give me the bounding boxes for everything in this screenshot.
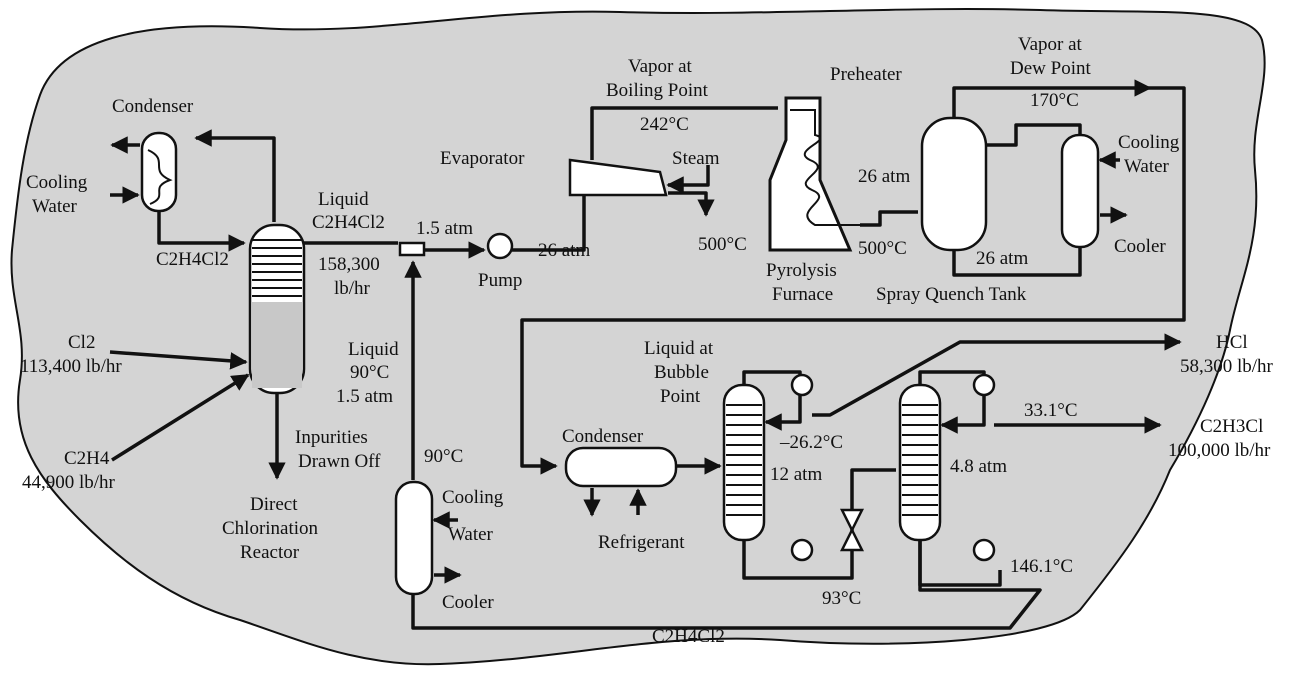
furnace-out: [860, 210, 918, 227]
pyrolysis-furnace: [768, 96, 853, 252]
pump-icon: [486, 232, 514, 260]
quench-overhead: [952, 79, 1152, 118]
label-cl2: Cl2: [68, 332, 95, 353]
label-pump: Pump: [478, 270, 522, 291]
label-26atm: 26 atm: [538, 240, 590, 261]
label-cooler-3: Cooler: [1114, 236, 1166, 257]
label-hcl: HCl: [1216, 332, 1248, 353]
label-cooler-2: Cooler: [442, 592, 494, 613]
hcl-out-line: [812, 333, 1182, 417]
label-90c-2: 90°C: [424, 446, 463, 467]
steam-out: [668, 191, 715, 217]
label-impurities: Inpurities: [295, 427, 368, 448]
label-direct: Direct: [250, 494, 298, 515]
label-minus-26-2c: –26.2°C: [779, 432, 843, 453]
col2-bottom-loop: [918, 540, 1002, 587]
label-liquid-2: Liquid: [348, 339, 399, 360]
label-242c: 242°C: [640, 114, 689, 135]
reactor-overhead-line: [194, 129, 276, 222]
col1-top-pump: [790, 373, 814, 397]
label-boiling-point: Boiling Point: [606, 80, 709, 101]
label-c2h4-flow: 44,900 lb/hr: [22, 472, 116, 493]
label-point: Point: [660, 386, 701, 407]
label-1-5-atm: 1.5 atm: [416, 218, 473, 239]
col2-top-pump: [972, 373, 996, 397]
label-condenser-2: Condenser: [562, 426, 644, 447]
label-preheater: Preheater: [830, 64, 902, 85]
label-liquid-at: Liquid at: [644, 338, 714, 359]
label-dew-point: Dew Point: [1010, 58, 1091, 79]
steam-in: [666, 165, 710, 194]
label-cl2-flow: 113,400 lb/hr: [20, 356, 122, 377]
label-reactor: Reactor: [240, 542, 300, 563]
label-water-2: Water: [448, 524, 494, 545]
condenser-1: [140, 131, 178, 213]
quench-cooler-loop: [986, 123, 1082, 147]
label-drawn-off: Drawn Off: [298, 451, 381, 472]
label-chlorination: Chlorination: [222, 518, 319, 539]
label-vapor-at: Vapor at: [628, 56, 693, 77]
label-bubble: Bubble: [654, 362, 709, 383]
label-flow-158300: 158,300: [318, 254, 380, 275]
label-90c: 90°C: [350, 362, 389, 383]
label-steam: Steam: [672, 148, 720, 169]
distillation-column-2: [898, 383, 942, 542]
label-evaporator: Evaporator: [440, 148, 525, 169]
label-water-1: Water: [32, 196, 78, 217]
cooler-2: [394, 480, 434, 596]
vapor-to-condenser: [520, 86, 1186, 475]
reactor-vessel: [248, 223, 306, 395]
label-26atm-b: 26 atm: [858, 166, 910, 187]
label-170c: 170°C: [1030, 90, 1079, 111]
label-cooling-3: Cooling: [1118, 132, 1180, 153]
label-cooling-1: Cooling: [26, 172, 88, 193]
label-vcm-flow: 100,000 lb/hr: [1168, 440, 1271, 461]
label-4-8atm: 4.8 atm: [950, 456, 1007, 477]
col1-bottoms: [742, 468, 896, 580]
quench-bottom-loop: [952, 248, 1082, 277]
col2-bottom-pump: [972, 538, 996, 562]
label-cooling-2: Cooling: [442, 487, 504, 508]
label-water-3: Water: [1124, 156, 1170, 177]
label-spray-quench: Spray Quench Tank: [876, 284, 1027, 305]
col2-top-loop: [918, 370, 986, 434]
label-edc-reflux: C2H4Cl2: [156, 249, 229, 270]
reflux-line: [157, 211, 246, 252]
label-33-1c: 33.1°C: [1024, 400, 1078, 421]
label-12atm: 12 atm: [770, 464, 822, 485]
label-liquid: Liquid: [318, 189, 369, 210]
label-146-1c: 146.1°C: [1010, 556, 1073, 577]
label-pyrolysis: Pyrolysis: [766, 260, 837, 281]
label-c2h4: C2H4: [64, 448, 110, 469]
label-condenser-1: Condenser: [112, 96, 194, 117]
evaporator: [568, 158, 668, 197]
label-500c-b: 500°C: [858, 238, 907, 259]
label-vcm: C2H3Cl: [1200, 416, 1263, 437]
c2h4-feed: [111, 373, 250, 462]
label-26atm-c: 26 atm: [976, 248, 1028, 269]
label-furnace: Furnace: [772, 284, 833, 305]
label-edc-bottom: C2H4Cl2: [652, 626, 725, 647]
pump-discharge: [512, 195, 586, 252]
cl2-feed: [109, 350, 248, 370]
condenser-2: [564, 446, 678, 488]
spray-quench-tank: [920, 116, 988, 252]
cooler-3: [1060, 133, 1100, 249]
valve-icon: [839, 508, 865, 552]
label-flow-unit: lb/hr: [334, 278, 371, 299]
label-dew-vapor-at: Vapor at: [1018, 34, 1083, 55]
vapor-line: [590, 106, 778, 160]
mixing-tee: [398, 241, 426, 257]
label-500c-a: 500°C: [698, 234, 747, 255]
label-refrigerant: Refrigerant: [598, 532, 685, 553]
label-hcl-flow: 58,300 lb/hr: [1180, 356, 1274, 377]
label-1-5-atm-2: 1.5 atm: [336, 386, 393, 407]
col1-bottom-pump: [790, 538, 814, 562]
distillation-column-1: [722, 383, 766, 542]
label-93c: 93°C: [822, 588, 861, 609]
label-liquid-edc: C2H4Cl2: [312, 212, 385, 233]
